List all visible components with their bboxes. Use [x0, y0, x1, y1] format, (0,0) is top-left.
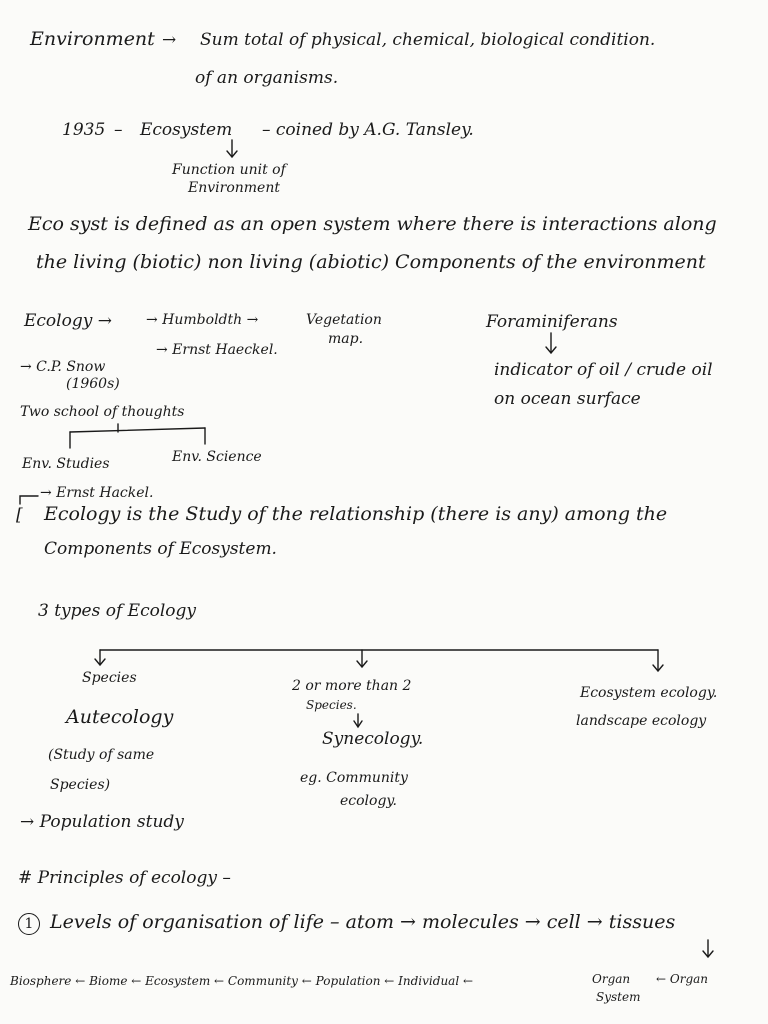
two-or-more-line1: 2 or more than 2 [292, 678, 412, 694]
principles-title: # Principles of ecology – [18, 868, 231, 888]
types-title: 3 types of Ecology [38, 601, 196, 621]
type-synecology: Synecology. [322, 729, 424, 749]
environment-definition-line1: Sum total of physical, chemical, biologi… [200, 30, 656, 50]
autecology-note-line1: (Study of same [48, 747, 155, 763]
environment-definition-line2: of an organisms. [195, 68, 339, 88]
organ-label: ← Organ [656, 972, 709, 986]
bracket-glyph: [ [16, 505, 23, 525]
ecology-definition-line1: Ecology is the Study of the relationship… [44, 503, 668, 525]
dash: – [114, 120, 123, 140]
cp-snow: → C.P. Snow [20, 359, 106, 375]
ernst-hackel-hook [19, 495, 39, 505]
synecology-eg-line1: eg. Community [300, 770, 408, 786]
schools-bracket [69, 427, 206, 433]
principle-number: 1 [18, 913, 40, 935]
environment-term: Environment [30, 28, 155, 50]
synecology-eg-line2: ecology. [340, 793, 397, 809]
ernst-hackel: → Ernst Hackel. [40, 485, 154, 501]
cp-snow-year: (1960s) [66, 376, 120, 392]
function-unit-line1: Function unit of [172, 162, 286, 178]
ecology-definition-line2: Components of Ecosystem. [44, 539, 277, 559]
ecosystem-coined: – coined by A.G. Tansley. [262, 120, 474, 140]
organ-system-line2: System [596, 990, 641, 1004]
ecology-label: Ecology → [24, 311, 112, 331]
eco-definition-line2: the living (biotic) non living (abiotic)… [36, 251, 706, 273]
vegetation-line1: Vegetation [306, 312, 382, 328]
ecosystem-year: 1935 [62, 120, 106, 140]
levels-bottom-chain: Biosphere ← Biome ← Ecosystem ← Communit… [10, 974, 474, 988]
foraminiferans-indicator-line2: on ocean surface [494, 389, 641, 409]
humboldt: → Humboldth → [146, 312, 259, 328]
type-autecology: Autecology [66, 706, 174, 728]
foraminiferans-indicator-line1: indicator of oil / crude oil [494, 360, 713, 380]
levels-of-organisation: Levels of organisation of life – atom → … [50, 911, 676, 933]
schools-title: Two school of thoughts [20, 404, 185, 420]
arrow-icon: → [162, 30, 177, 50]
population-study: → Population study [20, 812, 184, 832]
foraminiferans-term: Foraminiferans [486, 312, 618, 332]
vegetation-line2: map. [328, 331, 364, 347]
two-or-more-line2: Species. [306, 698, 357, 712]
ecosystem-term: Ecosystem [140, 120, 233, 140]
eco-definition-line1: Eco syst is defined as an open system wh… [28, 213, 717, 235]
type-species: Species [82, 670, 137, 686]
type-landscape-ecology: landscape ecology [576, 713, 707, 729]
ernst-haeckel: → Ernst Haeckel. [156, 342, 278, 358]
school-env-studies: Env. Studies [22, 456, 110, 472]
autecology-note-line2: Species) [50, 777, 111, 793]
school-env-science: Env. Science [172, 449, 262, 465]
function-unit-line2: Environment [188, 180, 280, 196]
organ-system-line1: Organ [592, 972, 631, 986]
type-ecosystem-ecology: Ecosystem ecology. [580, 685, 718, 701]
